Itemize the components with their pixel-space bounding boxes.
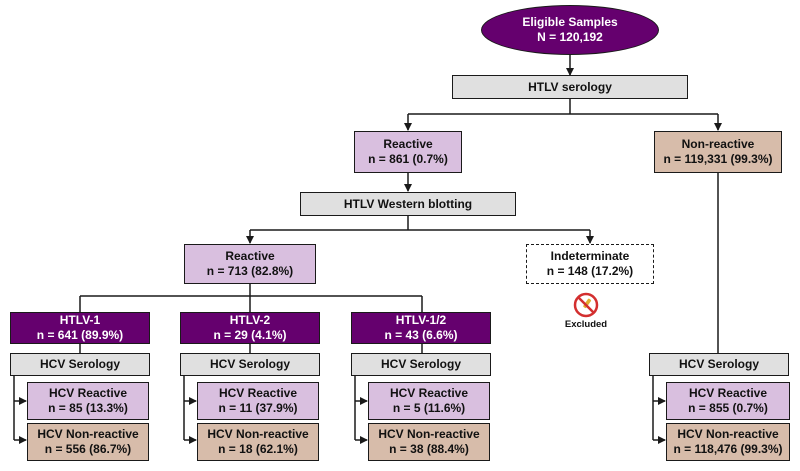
- excluded-label: Excluded: [564, 319, 608, 330]
- htlv-serology-label: HTLV serology: [528, 79, 612, 94]
- htlv1-hcv-nonreactive-box: HCV Non-reactive n = 556 (86.7%): [27, 423, 149, 461]
- western-blot-box: HTLV Western blotting: [300, 192, 516, 216]
- wb-reactive-count: n = 713 (82.8%): [206, 264, 294, 278]
- htlv12-hcv-nonreactive-box: HCV Non-reactive n = 38 (88.4%): [368, 423, 490, 461]
- wb-reactive-title: Reactive: [225, 249, 275, 263]
- nonreactive-hcv-reactive-title: HCV Reactive: [688, 386, 768, 400]
- htlv1-hcv-nonreactive-title: HCV Non-reactive: [37, 427, 139, 441]
- reactive-count: n = 861 (0.7%): [368, 152, 448, 166]
- reactive-title: Reactive: [383, 137, 433, 151]
- nonreactive-hcv-serology-box: HCV Serology: [649, 353, 789, 376]
- nonreactive-hcv-reactive-box: HCV Reactive n = 855 (0.7%): [666, 382, 790, 420]
- htlv2-hcv-nonreactive-count: n = 18 (62.1%): [218, 442, 298, 456]
- non-reactive-box: Non-reactive n = 119,331 (99.3%): [654, 131, 782, 173]
- htlv2-count: n = 29 (4.1%): [213, 328, 287, 342]
- htlv2-hcv-reactive-count: n = 11 (37.9%): [218, 401, 298, 415]
- nonreactive-hcv-nonreactive-box: HCV Non-reactive n = 118,476 (99.3%): [666, 423, 790, 461]
- nonreactive-hcv-nonreactive-count: n = 118,476 (99.3%): [673, 442, 783, 456]
- htlv1-hcv-nonreactive-count: n = 556 (86.7%): [44, 442, 132, 456]
- htlv2-hcv-nonreactive-box: HCV Non-reactive n = 18 (62.1%): [197, 423, 319, 461]
- nonreactive-hcv-serology-label: HCV Serology: [678, 357, 759, 371]
- htlv2-hcv-serology-label: HCV Serology: [209, 357, 290, 371]
- htlv2-hcv-serology-box: HCV Serology: [180, 353, 320, 376]
- htlv1-hcv-reactive-count: n = 85 (13.3%): [48, 401, 128, 415]
- excluded-marker: Excluded: [556, 292, 616, 330]
- htlv12-hcv-serology-box: HCV Serology: [351, 353, 491, 376]
- excluded-icon: [573, 292, 599, 318]
- htlv2-hcv-reactive-title: HCV Reactive: [218, 386, 298, 400]
- htlv2-hcv-nonreactive-title: HCV Non-reactive: [207, 427, 309, 441]
- non-reactive-title: Non-reactive: [681, 137, 755, 151]
- indeterminate-title: Indeterminate: [550, 249, 630, 263]
- htlv1-title: HTLV-1: [59, 313, 101, 327]
- htlv12-hcv-reactive-count: n = 5 (11.6%): [392, 401, 466, 415]
- htlv12-hcv-nonreactive-title: HCV Non-reactive: [378, 427, 480, 441]
- htlv12-hcv-serology-label: HCV Serology: [380, 357, 461, 371]
- htlv12-title: HTLV-1/2: [395, 313, 447, 327]
- reactive-box: Reactive n = 861 (0.7%): [354, 131, 462, 173]
- htlv1-hcv-reactive-title: HCV Reactive: [48, 386, 128, 400]
- non-reactive-count: n = 119,331 (99.3%): [663, 152, 773, 166]
- htlv2-title: HTLV-2: [229, 313, 271, 327]
- western-blot-label: HTLV Western blotting: [343, 196, 473, 211]
- indeterminate-box: Indeterminate n = 148 (17.2%): [526, 244, 654, 284]
- htlv12-hcv-reactive-box: HCV Reactive n = 5 (11.6%): [368, 382, 490, 420]
- htlv1-box: HTLV-1 n = 641 (89.9%): [10, 312, 150, 344]
- htlv12-count: n = 43 (6.6%): [384, 328, 458, 342]
- nonreactive-hcv-nonreactive-title: HCV Non-reactive: [677, 427, 779, 441]
- htlv2-hcv-reactive-box: HCV Reactive n = 11 (37.9%): [197, 382, 319, 420]
- nonreactive-hcv-reactive-count: n = 855 (0.7%): [688, 401, 768, 415]
- htlv1-hcv-serology-label: HCV Serology: [39, 357, 120, 371]
- htlv12-hcv-reactive-title: HCV Reactive: [389, 386, 469, 400]
- htlv1-count: n = 641 (89.9%): [36, 328, 124, 342]
- htlv-serology-box: HTLV serology: [452, 75, 688, 99]
- eligible-count: N = 120,192: [537, 30, 603, 44]
- htlv12-hcv-nonreactive-count: n = 38 (88.4%): [389, 442, 469, 456]
- htlv2-box: HTLV-2 n = 29 (4.1%): [180, 312, 320, 344]
- eligible-samples-oval: Eligible Samples N = 120,192: [481, 5, 659, 55]
- htlv1-hcv-reactive-box: HCV Reactive n = 85 (13.3%): [27, 382, 149, 420]
- htlv1-hcv-serology-box: HCV Serology: [10, 353, 150, 376]
- wb-reactive-box: Reactive n = 713 (82.8%): [184, 244, 316, 284]
- indeterminate-count: n = 148 (17.2%): [546, 264, 634, 278]
- htlv12-box: HTLV-1/2 n = 43 (6.6%): [351, 312, 491, 344]
- eligible-title: Eligible Samples: [522, 15, 618, 29]
